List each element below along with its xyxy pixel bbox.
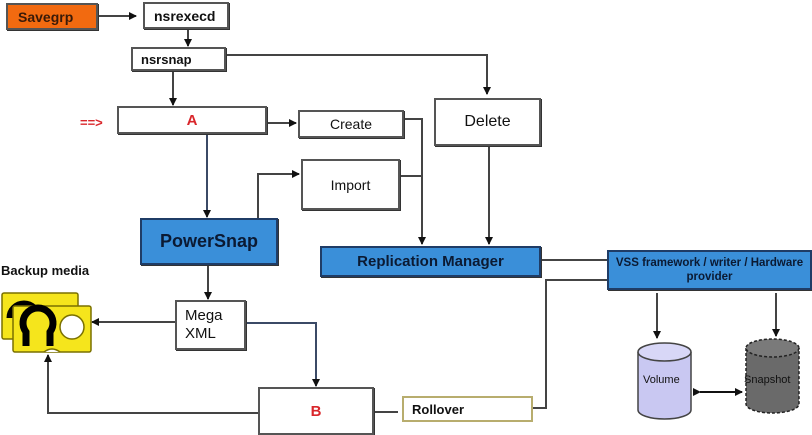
node-powersnap-label: PowerSnap	[159, 231, 259, 251]
edge-megaxml-b	[244, 321, 320, 387]
edge-b-backupmedia	[44, 354, 259, 414]
node-vss: VSS framework / writer / Hardware provid…	[607, 250, 812, 290]
node-volume-label: Volume	[643, 374, 680, 386]
edge-powersnap-import	[257, 170, 300, 218]
node-create: Create	[298, 110, 404, 138]
node-volume: Volume	[636, 342, 693, 422]
backup-media-label: Backup media	[1, 263, 90, 278]
node-nsrsnap: nsrsnap	[131, 47, 226, 71]
node-savegrp: Savegrp	[6, 3, 98, 30]
node-import: Import	[301, 159, 400, 210]
node-rollover-label: Rollover	[412, 401, 465, 417]
edge-create-repmgr	[403, 118, 426, 245]
backup-media-icon	[1, 292, 92, 353]
node-a-label: A	[186, 111, 198, 129]
node-powersnap: PowerSnap	[140, 218, 278, 265]
node-snapshot: Snapshot	[744, 338, 801, 418]
a-pointer-label: ==>	[80, 115, 103, 130]
node-mega-xml: Mega XML	[175, 300, 246, 350]
volume-cylinder-icon	[637, 342, 692, 420]
node-mega-xml-line1: Mega	[185, 307, 223, 324]
node-create-label: Create	[329, 116, 373, 132]
node-nsrsnap-label: nsrsnap	[141, 51, 192, 67]
node-a: A	[117, 106, 267, 134]
node-delete-label: Delete	[464, 113, 511, 130]
node-b: B	[258, 387, 374, 435]
node-rollover: Rollover	[402, 396, 533, 422]
node-delete: Delete	[434, 98, 541, 146]
node-replication-manager-label: Replication Manager	[357, 253, 504, 270]
node-mega-xml-line2: XML	[185, 325, 216, 342]
node-nsrexecd-label: nsrexecd	[154, 7, 216, 24]
node-snapshot-label: Snapshot	[744, 374, 791, 386]
node-savegrp-label: Savegrp	[18, 8, 74, 25]
snapshot-cylinder-icon	[745, 338, 800, 414]
node-import-label: Import	[330, 176, 371, 193]
node-b-label: B	[310, 402, 322, 420]
node-vss-label: VSS framework / writer / Hardware provid…	[615, 257, 804, 283]
edge-vss-rollover	[532, 279, 608, 409]
node-nsrexecd: nsrexecd	[143, 2, 229, 29]
node-replication-manager: Replication Manager	[320, 246, 541, 277]
edge-nsrsnap-delete	[225, 54, 491, 95]
